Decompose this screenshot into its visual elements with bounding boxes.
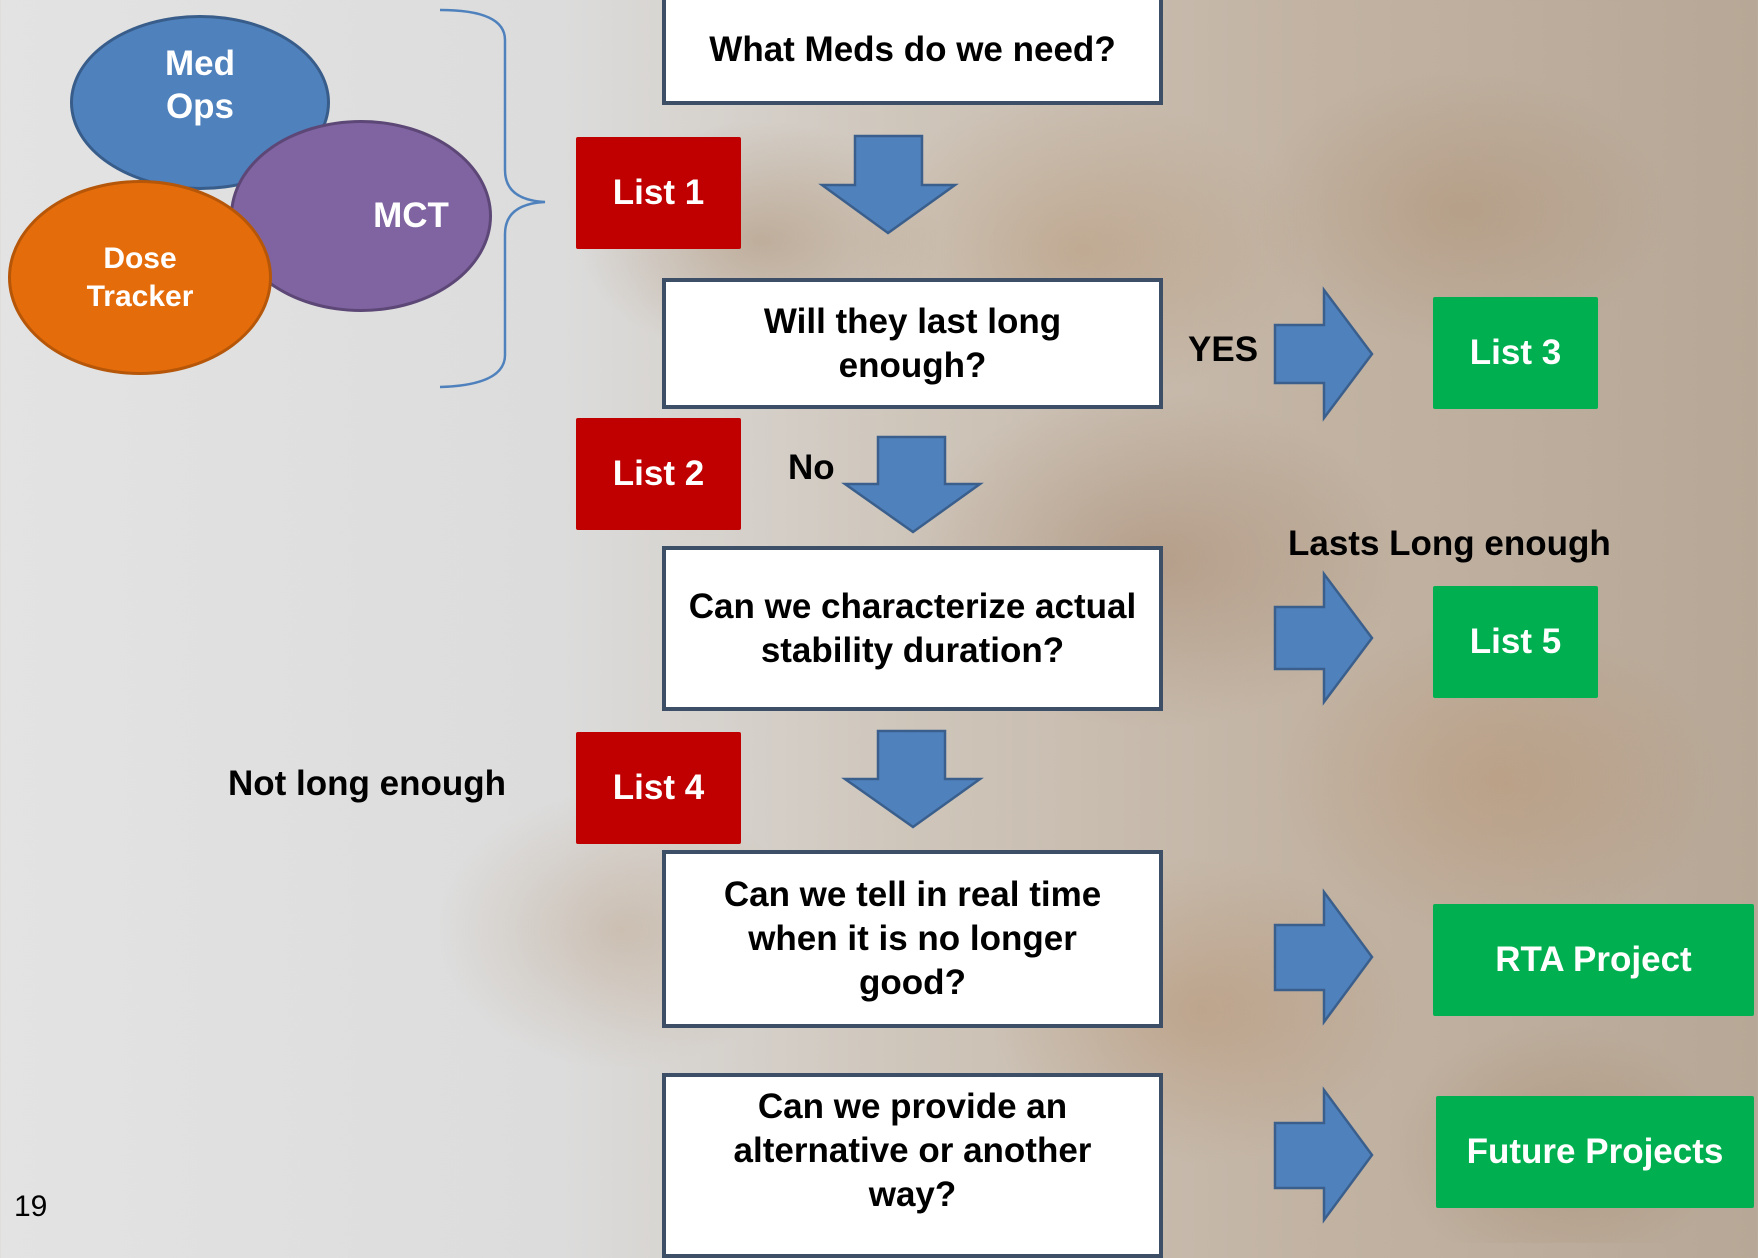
no-label: No [788, 448, 835, 487]
right-arrow-rta [1273, 888, 1374, 1026]
dose-tracker-ellipse: Dose Tracker [8, 180, 272, 375]
list-3-box: List 3 [1433, 297, 1598, 409]
rta-project-box: RTA Project [1433, 904, 1754, 1016]
list-5-box: List 5 [1433, 586, 1598, 698]
dose-tracker-label: Dose Tracker [86, 241, 194, 313]
list-5-label: List 5 [1469, 622, 1562, 661]
question-box-1: What Meds do we need? [662, 0, 1163, 105]
down-arrow-2 [841, 435, 984, 534]
question-box-5: Can we provide an alternative or another… [662, 1073, 1163, 1258]
down-arrow-3 [841, 729, 984, 829]
right-arrow-lasts [1273, 570, 1374, 706]
list-4-box: List 4 [576, 732, 741, 844]
yes-label: YES [1188, 330, 1259, 369]
future-projects-box: Future Projects [1436, 1096, 1754, 1208]
question-box-2: Will they last long enough? [662, 278, 1163, 409]
list-2-box: List 2 [576, 418, 741, 530]
question-box-3: Can we characterize actual stability dur… [662, 546, 1163, 711]
question-5-text: Can we provide an alternative or another… [733, 1086, 1092, 1214]
question-3-text: Can we characterize actual stability dur… [688, 586, 1137, 670]
page-number: 19 [14, 1190, 48, 1223]
rta-project-label: RTA Project [1495, 940, 1692, 979]
down-arrow-1 [818, 134, 959, 235]
not-long-enough-label: Not long enough [228, 764, 506, 803]
list-1-box: List 1 [576, 137, 741, 249]
list-1-label: List 1 [612, 173, 705, 212]
question-2-text: Will they last long enough? [763, 301, 1062, 385]
med-ops-label: Med Ops [165, 44, 235, 126]
right-arrow-future [1273, 1086, 1374, 1224]
grouping-brace [439, 8, 546, 389]
mct-label: MCT [373, 196, 449, 235]
lasts-long-enough-label: Lasts Long enough [1288, 524, 1611, 563]
question-1-text: What Meds do we need? [709, 29, 1116, 69]
future-projects-label: Future Projects [1466, 1132, 1724, 1171]
question-box-4: Can we tell in real time when it is no l… [662, 850, 1163, 1028]
list-4-label: List 4 [612, 768, 705, 807]
question-4-text: Can we tell in real time when it is no l… [723, 875, 1102, 1002]
list-3-label: List 3 [1469, 333, 1562, 372]
list-2-label: List 2 [612, 454, 705, 493]
right-arrow-yes [1273, 286, 1374, 422]
